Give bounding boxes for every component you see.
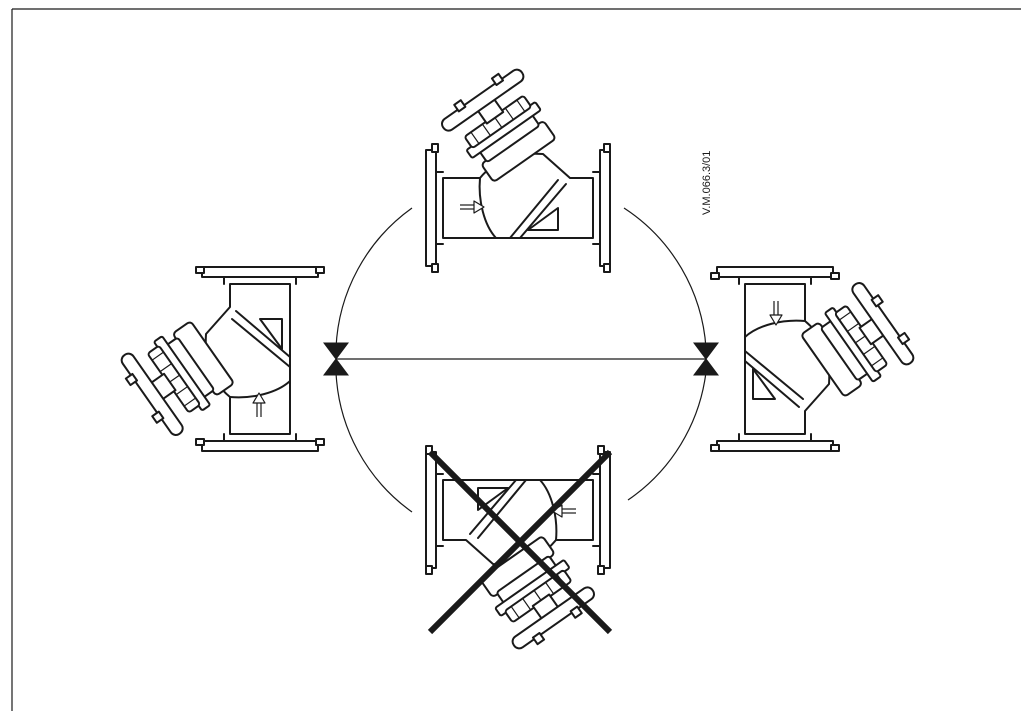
cross-out-icon xyxy=(427,449,613,635)
valve-top-icon xyxy=(425,61,611,273)
valve-right-icon xyxy=(710,266,922,452)
page-frame xyxy=(11,8,1021,711)
guide-arcs xyxy=(335,207,707,513)
reference-code: V.M.066.3/01 xyxy=(701,151,713,215)
valve-left-icon xyxy=(113,266,325,452)
